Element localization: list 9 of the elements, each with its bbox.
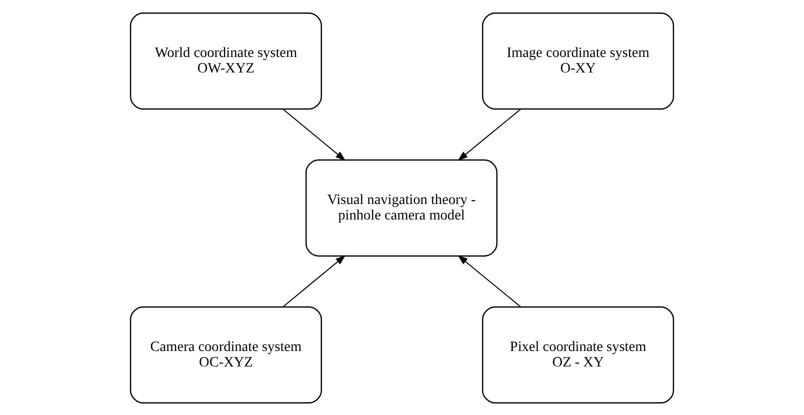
- arrow: [458, 108, 522, 160]
- node-box: Camera coordinate system OC-XYZ: [130, 306, 322, 404]
- node-box: World coordinate system OW-XYZ: [130, 12, 322, 110]
- node-box: Visual navigation theory - pinhole camera model: [305, 158, 498, 256]
- arrow: [282, 108, 346, 160]
- arrow: [458, 254, 522, 307]
- arrow: [282, 254, 346, 307]
- node-box: Pixel coordinate system OZ - XY: [482, 306, 674, 404]
- node-box: Image coordinate system O-XY: [482, 12, 674, 110]
